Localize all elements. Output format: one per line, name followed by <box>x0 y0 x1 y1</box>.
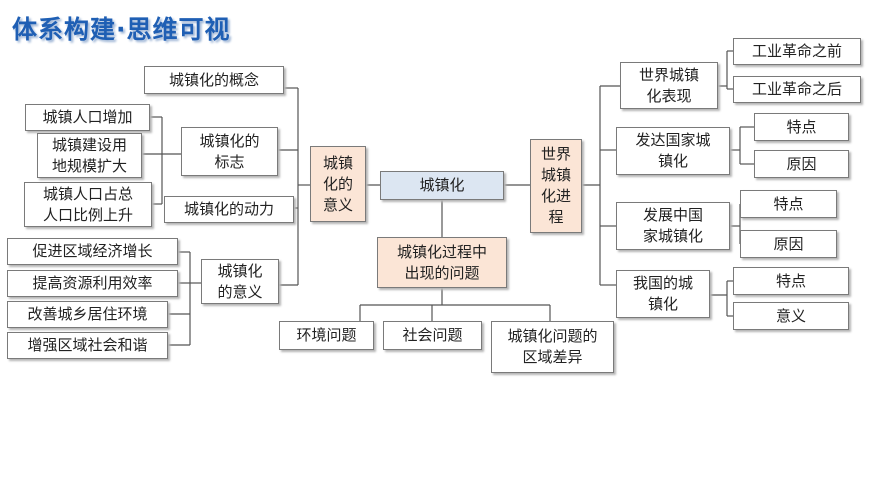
sign-item-1: 城镇人口增加 <box>25 104 150 131</box>
meaning-item-4: 增强区域社会和谐 <box>7 332 168 359</box>
problems-node: 城镇化过程中 出现的问题 <box>377 237 507 288</box>
world-item-1: 工业革命之前 <box>733 38 861 65</box>
developing-item-2: 原因 <box>740 230 837 258</box>
developing-item-1: 特点 <box>740 190 837 218</box>
sign-item-2: 城镇建设用 地规模扩大 <box>37 133 142 178</box>
right-main-node: 世界 城镇 化进 程 <box>530 139 582 233</box>
developed-item-1: 特点 <box>754 113 849 141</box>
problem-item-2: 社会问题 <box>383 321 482 350</box>
left-main-node: 城镇 化的 意义 <box>310 146 366 222</box>
meaning-item-2: 提高资源利用效率 <box>7 270 178 297</box>
world-item-2: 工业革命之后 <box>733 76 861 103</box>
world-node: 世界城镇 化表现 <box>620 62 718 109</box>
meaning-item-1: 促进区域经济增长 <box>7 238 178 265</box>
page-title: 体系构建·思维可视 <box>12 15 231 44</box>
problem-item-3: 城镇化问题的 区域差异 <box>491 321 614 373</box>
developed-item-2: 原因 <box>754 150 849 178</box>
concept-node: 城镇化的概念 <box>144 66 284 94</box>
sign-node: 城镇化的 标志 <box>181 127 278 176</box>
center-node: 城镇化 <box>380 171 504 200</box>
meaning-node: 城镇化 的意义 <box>201 259 279 304</box>
driver-node: 城镇化的动力 <box>164 196 294 223</box>
sign-item-3: 城镇人口占总 人口比例上升 <box>24 182 152 227</box>
meaning-item-3: 改善城乡居住环境 <box>7 301 168 328</box>
problem-item-1: 环境问题 <box>279 321 374 350</box>
developing-node: 发展中国 家城镇化 <box>616 202 730 250</box>
developed-node: 发达国家城 镇化 <box>616 127 730 175</box>
china-item-2: 意义 <box>733 302 849 330</box>
china-item-1: 特点 <box>733 267 849 295</box>
china-node: 我国的城 镇化 <box>616 270 710 318</box>
